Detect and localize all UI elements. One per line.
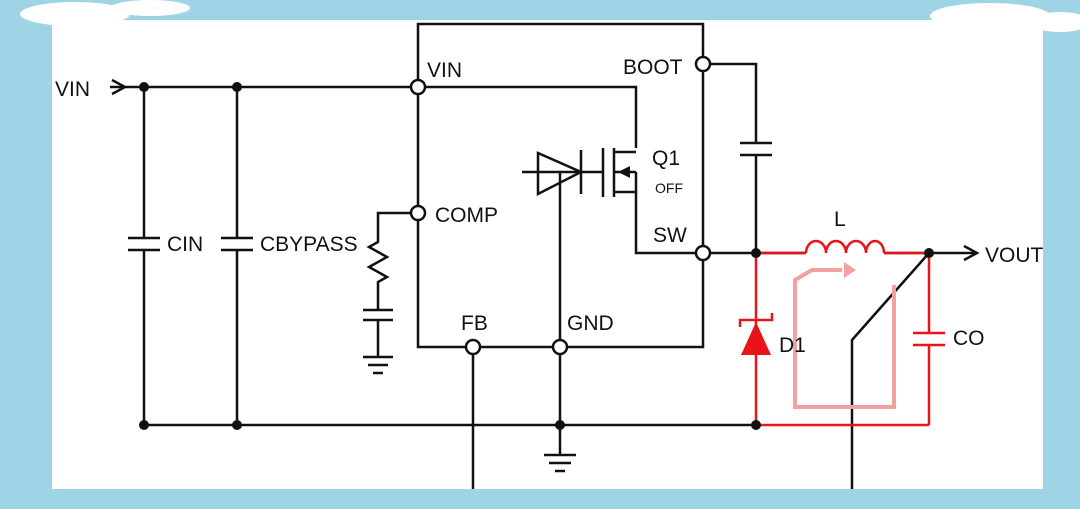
q1-label: Q1 xyxy=(652,147,680,170)
fb-pin-label: FB xyxy=(461,312,488,335)
diode-d1-symbol xyxy=(741,322,771,355)
junction-dots xyxy=(139,82,934,430)
gate-driver-symbol xyxy=(536,151,584,197)
gnd-pin-label: GND xyxy=(567,312,614,335)
vout-label: VOUT xyxy=(985,244,1044,267)
inductor-label: L xyxy=(834,208,846,231)
comp-pin-label: COMP xyxy=(435,204,498,227)
cin-label: CIN xyxy=(167,233,203,256)
current-loop xyxy=(793,268,896,409)
ic-pins xyxy=(409,55,712,356)
decorative-clouds xyxy=(20,0,1080,32)
sw-pin-label: SW xyxy=(653,224,687,247)
vin-pin-label: VIN xyxy=(427,59,462,82)
boot-pin-label: BOOT xyxy=(623,56,683,79)
black-wiring xyxy=(110,22,980,489)
q1-state-label: OFF xyxy=(655,180,683,196)
current-loop-arrow xyxy=(844,262,856,278)
diagram-panel xyxy=(52,20,1043,489)
cbypass-label: CBYPASS xyxy=(260,233,358,256)
q1-body-arrow xyxy=(618,166,630,178)
co-label: CO xyxy=(953,327,985,350)
freewheel-path xyxy=(738,239,945,427)
vin-input-label: VIN xyxy=(55,78,90,101)
diode-label: D1 xyxy=(779,334,806,357)
